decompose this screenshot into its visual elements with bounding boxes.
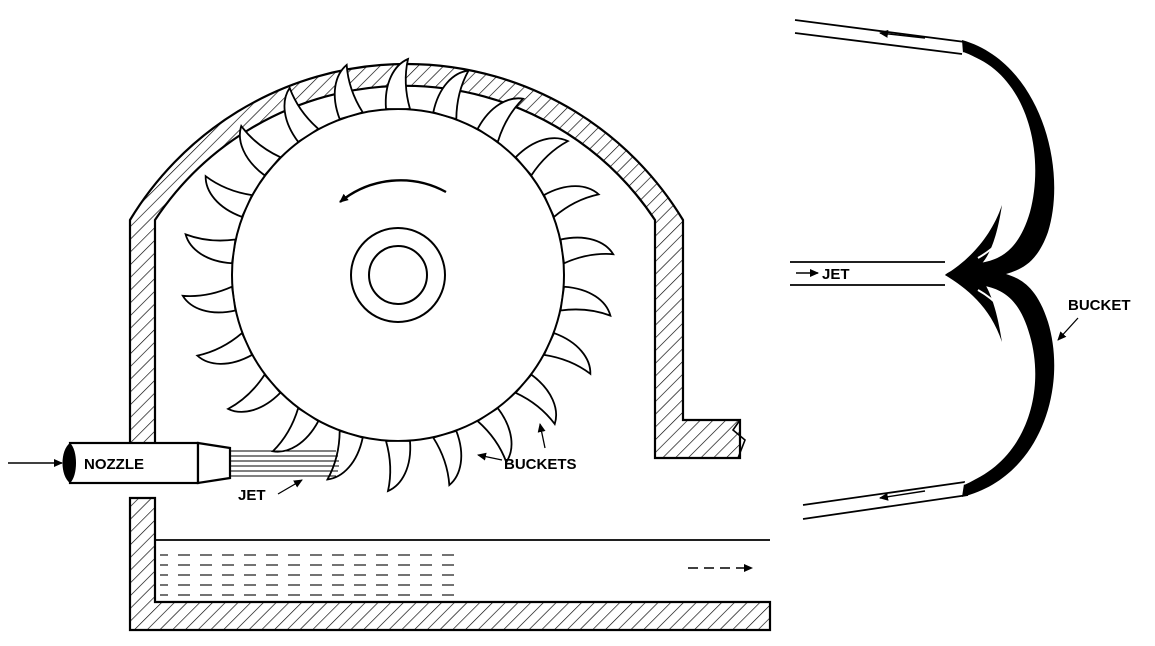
rotation-arrow-icon (339, 179, 447, 203)
bucket (384, 440, 412, 493)
bucket-ring (181, 57, 615, 493)
bucket (270, 406, 320, 453)
bucket (559, 285, 612, 318)
nozzle-body (68, 441, 200, 485)
turbine-housing (128, 62, 772, 632)
bucket (204, 174, 254, 219)
bucket (431, 429, 463, 487)
bucket (195, 331, 254, 365)
bucket (514, 137, 570, 177)
bucket-detail: JET BUCKET (790, 19, 1131, 520)
bucket (514, 373, 557, 426)
bucket (325, 429, 364, 481)
bucket (476, 406, 513, 465)
bucket (181, 285, 237, 314)
detail-jet-label: JET (822, 266, 850, 283)
bucket-label: BUCKET (1068, 297, 1131, 314)
jet-pointer-arrow-icon (277, 479, 303, 495)
bucket (226, 373, 282, 413)
water-jet (231, 450, 339, 477)
runner-wheel (181, 57, 615, 493)
bucket (542, 331, 592, 376)
bucket (542, 185, 601, 219)
tailwater (155, 539, 770, 598)
bucket (559, 236, 615, 265)
buckets-label: BUCKETS (504, 456, 577, 473)
nozzle-label: NOZZLE (84, 456, 144, 473)
jet-label: JET (238, 487, 266, 504)
buckets-callout: BUCKETS (477, 423, 577, 473)
bucket (184, 232, 237, 265)
bucket (283, 85, 320, 144)
bucket (432, 69, 471, 121)
bucket (239, 124, 282, 177)
bucket (333, 63, 365, 121)
nozzle-assembly: NOZZLE JET (8, 441, 339, 504)
bucket (476, 97, 526, 144)
bucket (384, 57, 412, 110)
